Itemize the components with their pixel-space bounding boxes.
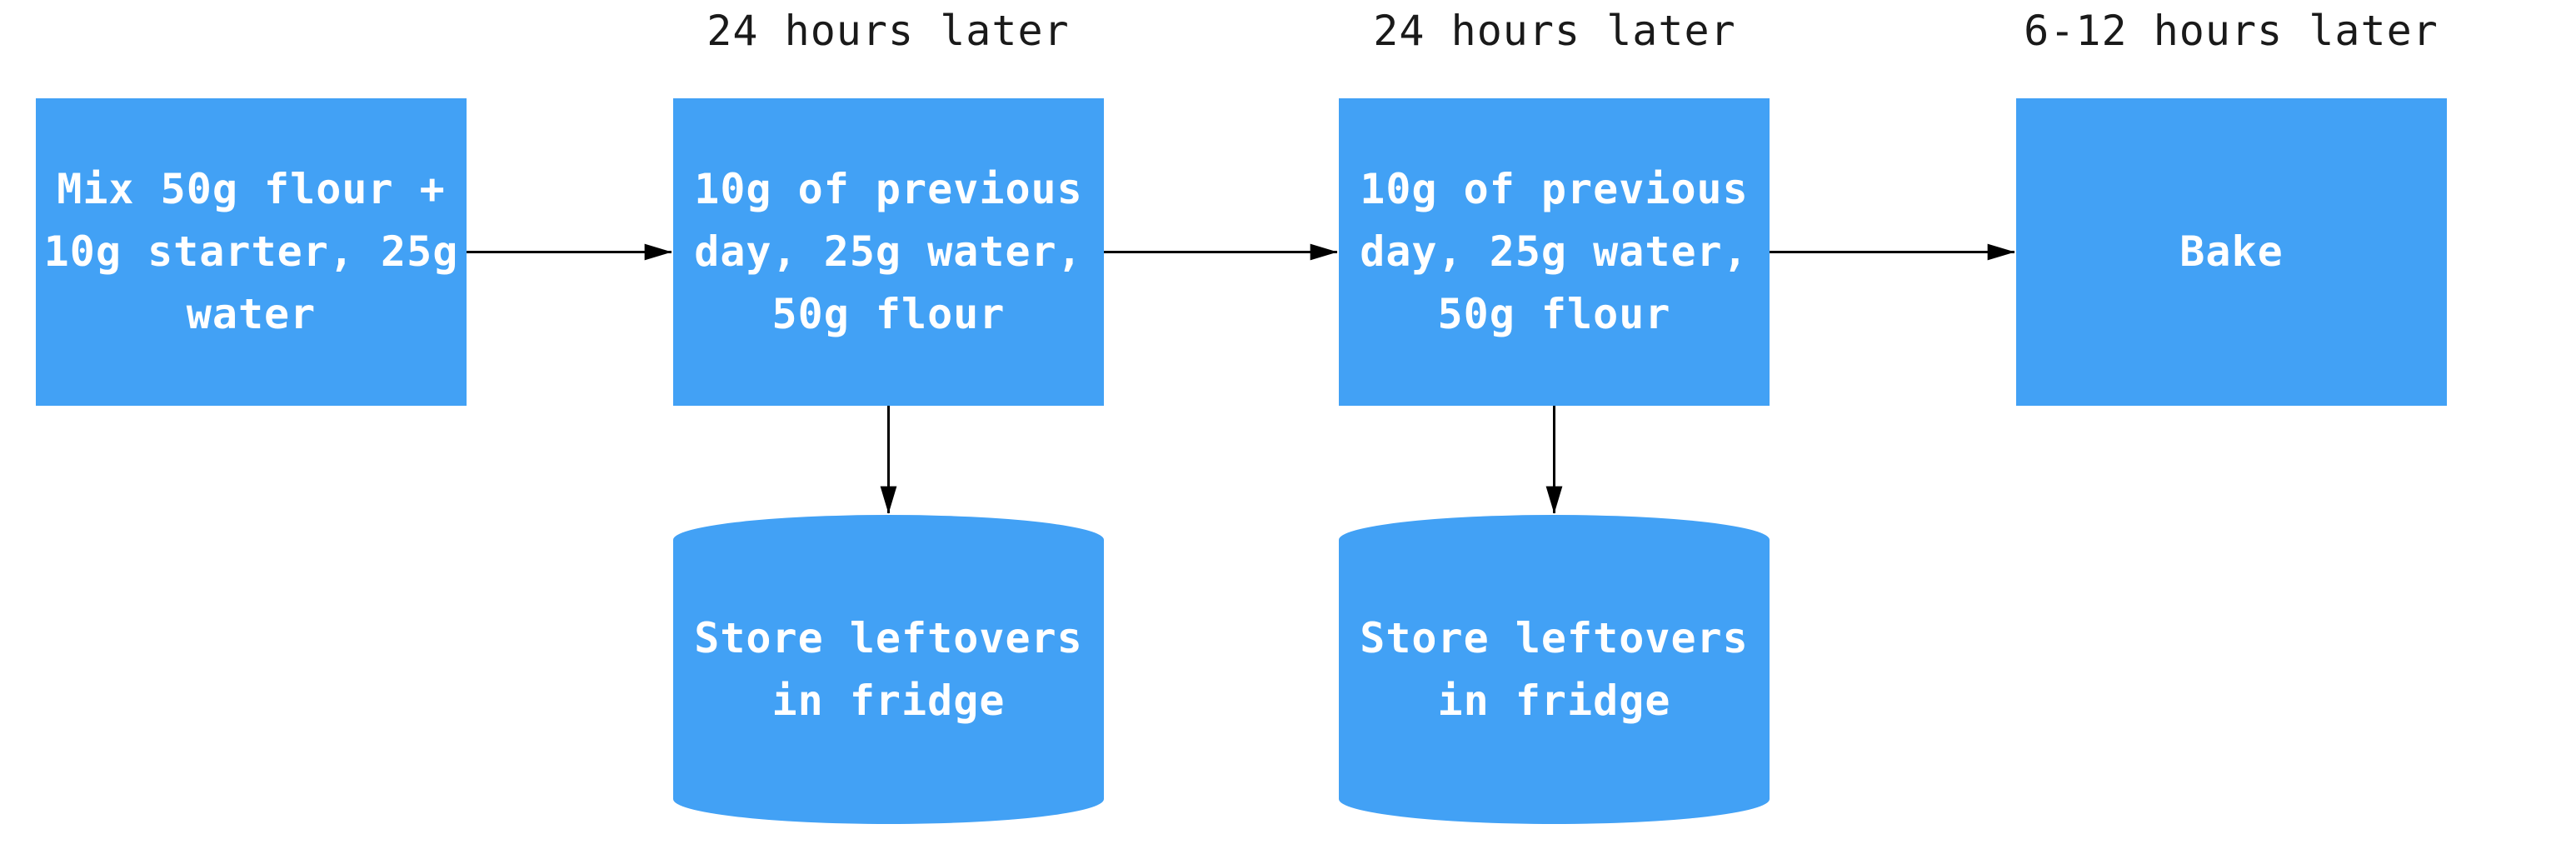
- node-mix-starter: Mix 50g flour + 10g starter, 25g water: [36, 98, 467, 406]
- node-store-fridge-2: Store leftovers in fridge: [1339, 515, 1770, 824]
- node-bake: Bake: [2016, 98, 2447, 406]
- node-bake-text: Bake: [2179, 227, 2284, 276]
- edge-label-24-hours-1: 24 hours later: [706, 7, 1070, 55]
- node-mix-starter-text: Mix 50g flour + 10g starter, 25g water: [43, 165, 459, 338]
- node-store-fridge-1: Store leftovers in fridge: [673, 515, 1104, 824]
- node-feed-day1: 10g of previous day, 25g water, 50g flou…: [673, 98, 1104, 406]
- node-feed-day1-text: 10g of previous day, 25g water, 50g flou…: [694, 165, 1083, 338]
- node-store-fridge-1-text: Store leftovers in fridge: [694, 613, 1083, 725]
- node-feed-day2-text: 10g of previous day, 25g water, 50g flou…: [1360, 165, 1749, 338]
- node-feed-day2: 10g of previous day, 25g water, 50g flou…: [1339, 98, 1770, 406]
- edge-label-24-hours-2: 24 hours later: [1373, 7, 1736, 55]
- edge-label-6-12-hours: 6-12 hours later: [2024, 7, 2439, 55]
- node-store-fridge-2-text: Store leftovers in fridge: [1360, 613, 1749, 725]
